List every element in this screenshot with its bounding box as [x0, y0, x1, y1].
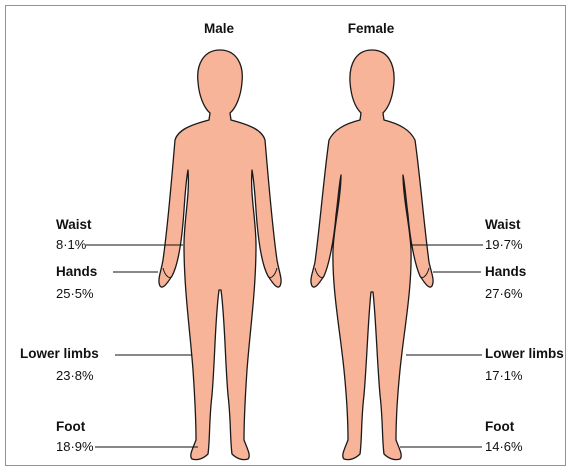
female-silhouette [311, 50, 433, 460]
label-value: 14·6% [485, 439, 523, 454]
label-name: Foot [56, 419, 86, 434]
label-name: Waist [485, 217, 521, 232]
label-value: 27·6% [485, 286, 523, 301]
male-silhouette [159, 50, 281, 460]
female-waist-label: Waist 19·7% [411, 217, 523, 252]
label-name: Foot [485, 419, 515, 434]
male-waist-label: Waist 8·1% [56, 217, 183, 252]
label-value: 17·1% [485, 368, 523, 383]
label-value: 23·8% [56, 368, 94, 383]
label-value: 19·7% [485, 237, 523, 252]
male-foot-label: Foot 18·9% [56, 419, 198, 454]
female-title: Female [348, 21, 395, 36]
female-foot-label: Foot 14·6% [400, 419, 523, 454]
label-value: 8·1% [56, 237, 87, 252]
label-name: Lower limbs [485, 346, 564, 361]
male-title: Male [204, 21, 235, 36]
male-hands-label: Hands 25·5% [56, 264, 158, 301]
label-name: Lower limbs [20, 346, 99, 361]
label-name: Hands [485, 264, 526, 279]
label-name: Waist [56, 217, 92, 232]
female-lower-limbs-label: Lower limbs 17·1% [406, 346, 564, 383]
label-name: Hands [56, 264, 97, 279]
male-lower-limbs-label: Lower limbs 23·8% [20, 346, 192, 383]
label-value: 25·5% [56, 286, 94, 301]
label-value: 18·9% [56, 439, 94, 454]
female-hands-label: Hands 27·6% [433, 264, 526, 301]
